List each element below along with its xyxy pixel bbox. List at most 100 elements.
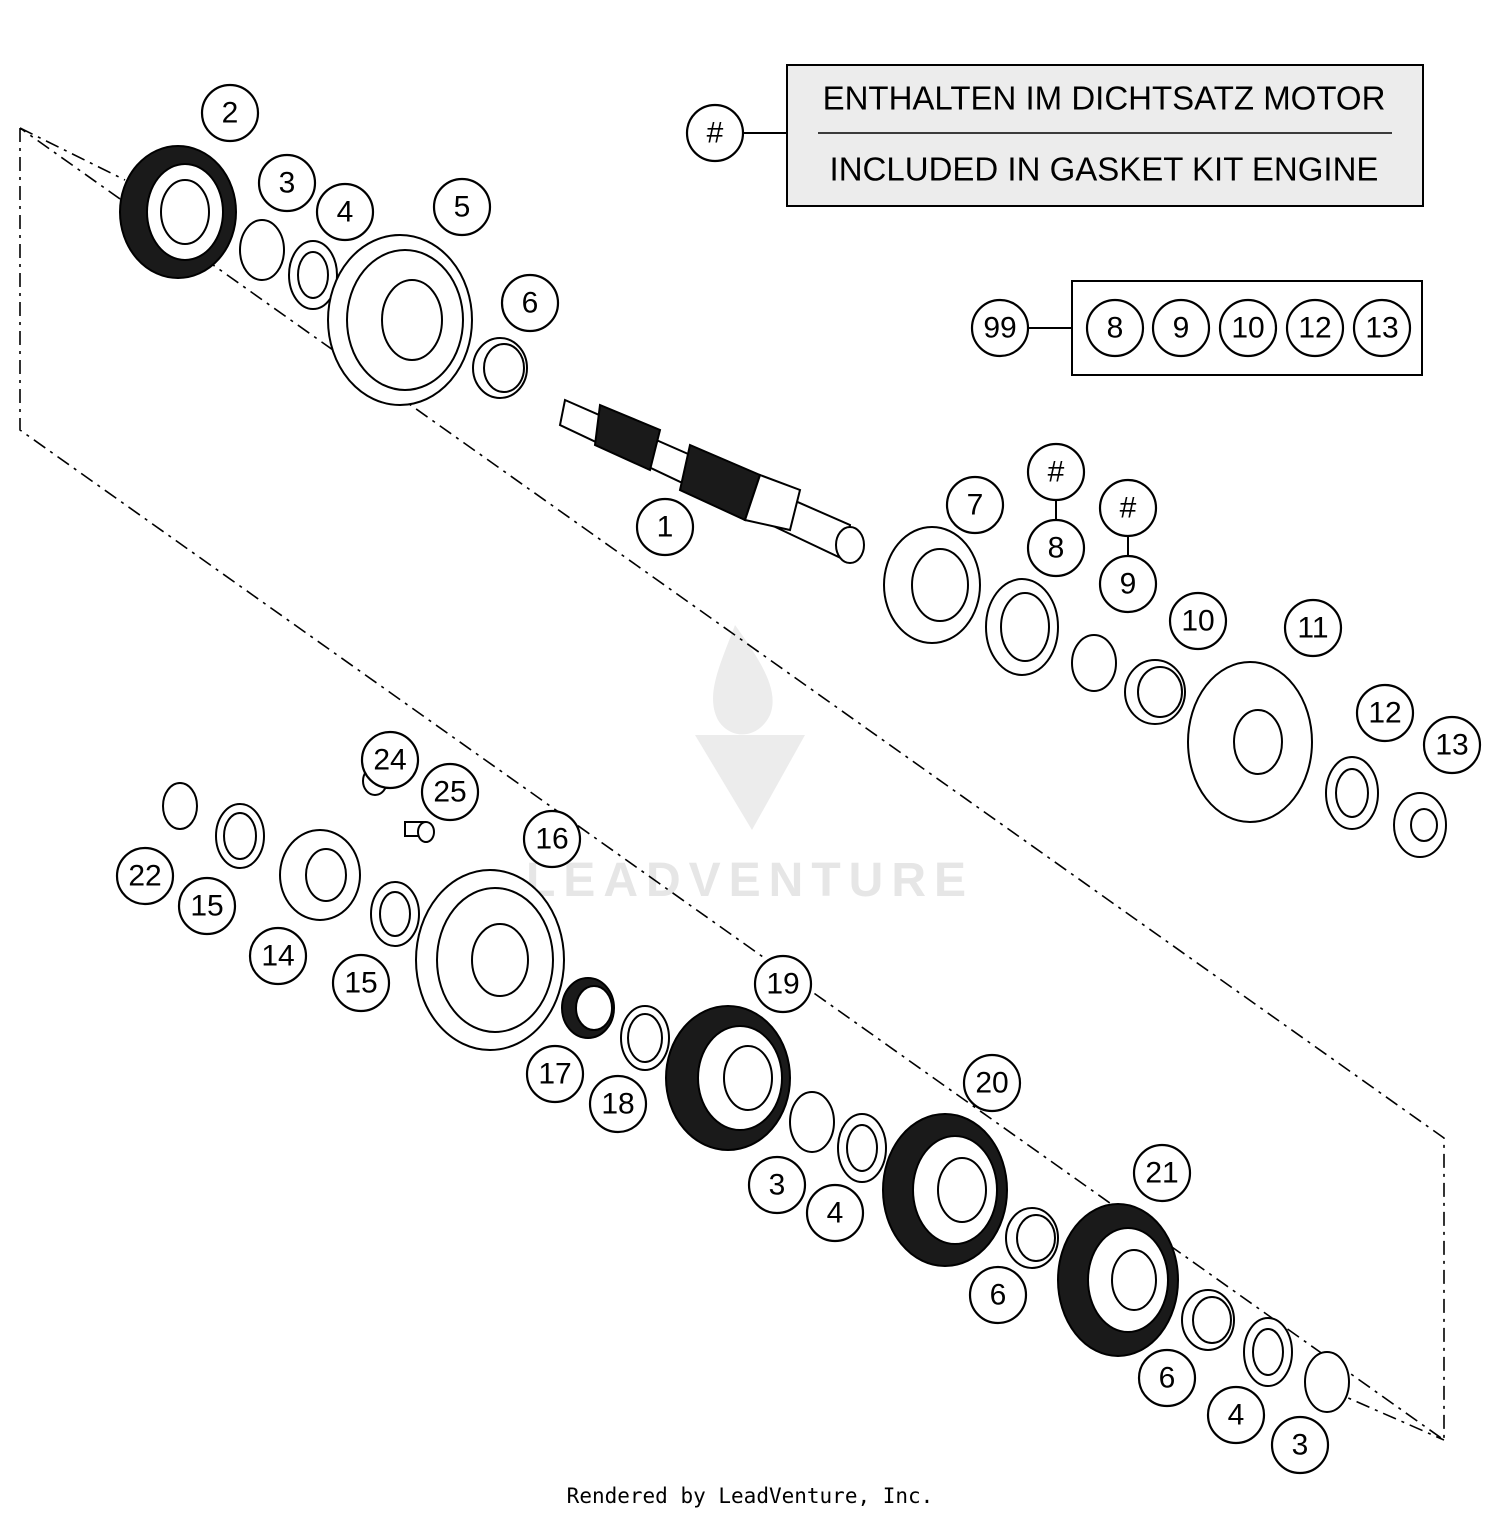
svg-text:6: 6 [522, 287, 539, 320]
svg-text:6: 6 [1159, 1362, 1176, 1395]
part-gear-5 [327, 234, 473, 406]
part-bushing-6c [1181, 1289, 1235, 1351]
part-washer-15a [215, 803, 265, 869]
svg-text:9: 9 [1173, 312, 1190, 345]
svg-text:4: 4 [337, 196, 354, 229]
part-washer-4 [288, 240, 338, 310]
callout-4-upper[interactable]: 4 [315, 182, 375, 242]
callout-6-upper[interactable]: 6 [500, 273, 560, 333]
svg-text:14: 14 [261, 940, 294, 973]
callout-1[interactable]: 1 [635, 497, 695, 557]
part-seal-8 [985, 578, 1059, 676]
axis-line-top [19, 127, 126, 181]
svg-text:5: 5 [454, 191, 471, 224]
callout-6-middle[interactable]: 6 [968, 1265, 1028, 1325]
callout-13[interactable]: 13 [1422, 715, 1482, 775]
callout-kit-item-9[interactable]: 9 [1151, 298, 1211, 358]
svg-text:2: 2 [222, 97, 239, 130]
part-gear-20 [882, 1113, 1008, 1267]
callout-25[interactable]: 25 [420, 762, 480, 822]
svg-text:#: # [1120, 492, 1137, 525]
svg-text:3: 3 [769, 1169, 786, 1202]
svg-text:12: 12 [1298, 312, 1331, 345]
callout-2[interactable]: 2 [200, 83, 260, 143]
callout-14[interactable]: 14 [248, 926, 308, 986]
callout-4-lower[interactable]: 4 [1206, 1385, 1266, 1445]
callout-15-b[interactable]: 15 [331, 953, 391, 1013]
svg-text:3: 3 [1292, 1429, 1309, 1462]
callout-6-lower[interactable]: 6 [1137, 1348, 1197, 1408]
callout-kit-99[interactable]: 99 [970, 298, 1030, 358]
callout-18[interactable]: 18 [588, 1074, 648, 1134]
part-circlip-3 [239, 219, 285, 281]
callout-24[interactable]: 24 [360, 730, 420, 790]
svg-text:24: 24 [373, 744, 406, 777]
callout-3-middle[interactable]: 3 [747, 1155, 807, 1215]
footer-credit: Rendered by LeadVenture, Inc. [566, 1484, 934, 1508]
callout-12[interactable]: 12 [1355, 683, 1415, 743]
callout-3-lower[interactable]: 3 [1270, 1415, 1330, 1475]
callout-9[interactable]: 9 [1098, 554, 1158, 614]
part-circlip-3c [1304, 1351, 1350, 1413]
callout-22[interactable]: 22 [115, 846, 175, 906]
part-washer-4b [837, 1113, 887, 1183]
svg-text:21: 21 [1145, 1157, 1178, 1190]
callout-20[interactable]: 20 [962, 1053, 1022, 1113]
callout-kit-item-13[interactable]: 13 [1352, 298, 1412, 358]
v-logo-icon [695, 735, 805, 830]
callout-7[interactable]: 7 [945, 475, 1005, 535]
svg-text:11: 11 [1297, 612, 1328, 645]
callout-8[interactable]: 8 [1026, 518, 1086, 578]
svg-text:25: 25 [433, 776, 466, 809]
part-sprocket-11 [1187, 661, 1313, 823]
part-gear-21 [1057, 1203, 1179, 1357]
callout-11[interactable]: 11 [1283, 598, 1343, 658]
callout-17[interactable]: 17 [525, 1044, 585, 1104]
svg-text:#: # [1048, 456, 1065, 489]
callout-16[interactable]: 16 [522, 809, 582, 869]
callout-legend-symbol[interactable]: # [685, 103, 745, 163]
callout-kit-item-8[interactable]: 8 [1085, 298, 1145, 358]
svg-text:1: 1 [657, 511, 674, 544]
callout-21[interactable]: 21 [1132, 1143, 1192, 1203]
svg-text:3: 3 [279, 167, 296, 200]
part-washer-18 [620, 1005, 670, 1071]
svg-text:99: 99 [983, 312, 1016, 345]
callout-8-hash[interactable]: # [1026, 442, 1086, 502]
flame-icon [713, 625, 773, 735]
assembly-boundary [19, 127, 1445, 1442]
callout-9-hash[interactable]: # [1098, 478, 1158, 538]
legend-text-de: ENTHALTEN IM DICHTSATZ MOTOR [823, 80, 1386, 117]
svg-text:#: # [707, 117, 724, 150]
svg-text:17: 17 [538, 1058, 571, 1091]
svg-text:8: 8 [1048, 532, 1065, 565]
svg-text:7: 7 [967, 489, 984, 522]
svg-text:12: 12 [1368, 697, 1401, 730]
callout-10[interactable]: 10 [1168, 591, 1228, 651]
part-bushing-6b [1005, 1207, 1059, 1269]
watermark: LEADVENTURE [526, 625, 974, 907]
part-gear-16 [415, 869, 565, 1051]
part-spacer-10 [1124, 659, 1186, 725]
svg-text:20: 20 [975, 1067, 1008, 1100]
part-gear-19 [665, 1005, 791, 1151]
part-bushing-6a [472, 337, 528, 399]
callout-15-a[interactable]: 15 [177, 876, 237, 936]
part-lockwasher-12 [1325, 756, 1379, 830]
callout-3-upper[interactable]: 3 [257, 153, 317, 213]
callout-19[interactable]: 19 [753, 954, 813, 1014]
callout-kit-item-12[interactable]: 12 [1285, 298, 1345, 358]
watermark-text: LEADVENTURE [526, 854, 974, 907]
svg-text:13: 13 [1435, 729, 1468, 762]
callout-kit-item-10[interactable]: 10 [1218, 298, 1278, 358]
svg-text:4: 4 [1228, 1399, 1245, 1432]
callout-4-middle[interactable]: 4 [805, 1183, 865, 1243]
part-oring-9 [1071, 634, 1117, 692]
part-washer-15b [370, 881, 420, 947]
svg-text:9: 9 [1120, 568, 1137, 601]
svg-text:4: 4 [827, 1197, 844, 1230]
part-circlip-3b [789, 1091, 835, 1153]
part-nut-13 [1393, 792, 1447, 858]
callout-5[interactable]: 5 [432, 177, 492, 237]
